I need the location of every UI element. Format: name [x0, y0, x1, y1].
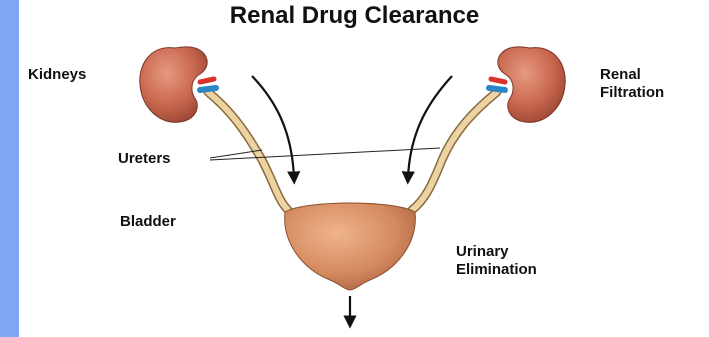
urinary-elimination-line2: Elimination — [456, 261, 537, 279]
left-kidney-vein — [200, 88, 216, 90]
renal-filtration-line1: Renal — [600, 66, 664, 84]
right-kidney-artery — [491, 79, 505, 82]
urinary-elimination-line1: Urinary — [456, 243, 537, 261]
ureters-pointer-right — [210, 148, 440, 160]
bladder — [285, 203, 416, 290]
urinary-elimination-label: Urinary Elimination — [456, 243, 537, 279]
bladder-label: Bladder — [120, 213, 176, 231]
left-kidney — [140, 47, 207, 122]
kidneys-label: Kidneys — [28, 66, 86, 84]
right-kidney — [498, 47, 565, 122]
right-kidney-vein — [489, 88, 505, 90]
ureters-label: Ureters — [118, 150, 171, 168]
left-kidney-artery — [200, 79, 214, 82]
right-ureter-inner — [412, 92, 497, 210]
renal-filtration-line2: Filtration — [600, 84, 664, 102]
renal-filtration-label: Renal Filtration — [600, 66, 664, 102]
left-flow-arrow — [252, 76, 294, 178]
